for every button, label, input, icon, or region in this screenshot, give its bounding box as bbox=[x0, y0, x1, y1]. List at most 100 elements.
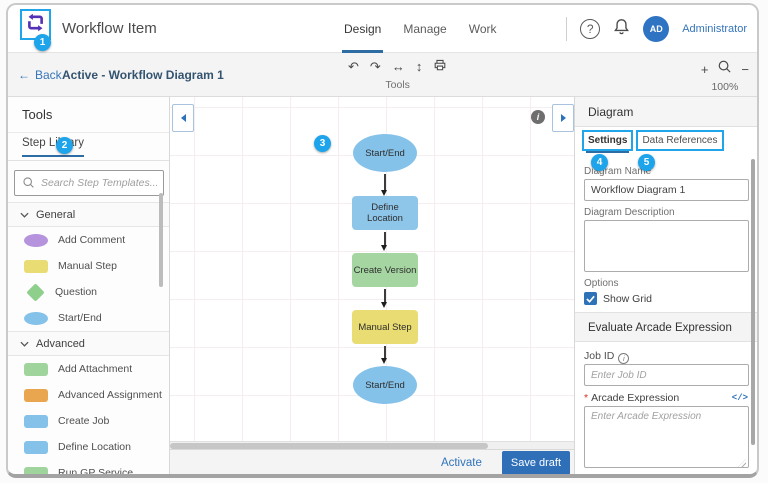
back-button[interactable]: ← Back bbox=[18, 53, 62, 97]
show-grid-checkbox[interactable]: Show Grid bbox=[584, 292, 652, 305]
arcade-expression-textarea[interactable] bbox=[584, 406, 749, 468]
back-label: Back bbox=[35, 68, 62, 82]
search-icon bbox=[22, 176, 35, 194]
tab-manage[interactable]: Manage bbox=[403, 22, 447, 36]
step-template-add-comment[interactable]: Add Comment bbox=[8, 227, 169, 253]
rect-shape-icon bbox=[24, 440, 48, 454]
collapse-left-panel-button[interactable] bbox=[172, 104, 194, 132]
search-step-templates-input[interactable] bbox=[14, 170, 164, 196]
flow-connector bbox=[381, 174, 387, 196]
node-start-end-bottom[interactable]: Start/End bbox=[353, 366, 417, 404]
canvas-info-icon[interactable]: i bbox=[531, 110, 545, 124]
zoom-out-button[interactable]: − bbox=[741, 61, 749, 77]
step-template-define-location[interactable]: Define Location bbox=[8, 434, 169, 460]
header-tabs: Design Manage Work bbox=[341, 5, 497, 53]
collapse-right-panel-button[interactable] bbox=[552, 104, 574, 132]
workflow-item-logo[interactable] bbox=[20, 9, 51, 40]
step-template-manual-step[interactable]: Manual Step bbox=[8, 253, 169, 279]
checkbox-checked-icon bbox=[584, 292, 597, 305]
breadcrumb: Active - Workflow Diagram 1 bbox=[62, 68, 224, 82]
section-label: General bbox=[36, 208, 76, 221]
callout-5: 5 bbox=[638, 154, 655, 171]
tab-work[interactable]: Work bbox=[468, 22, 497, 36]
step-template-question[interactable]: Question bbox=[8, 279, 169, 305]
workflow-loop-icon bbox=[25, 12, 46, 38]
rect-shape-icon bbox=[24, 259, 48, 273]
help-icon[interactable]: ? bbox=[580, 19, 601, 39]
print-icon[interactable] bbox=[433, 58, 447, 76]
evaluate-arcade-section-header: Evaluate Arcade Expression bbox=[575, 312, 757, 342]
section-general[interactable]: General bbox=[8, 202, 169, 227]
flow-connector bbox=[381, 346, 387, 364]
options-label: Options bbox=[584, 278, 619, 289]
tab-data-references[interactable]: Data References bbox=[636, 130, 724, 151]
diamond-shape-icon bbox=[26, 282, 45, 302]
ellipse-shape-icon bbox=[24, 311, 48, 325]
tools-panel: Tools Step Library 2 General bbox=[8, 97, 170, 474]
right-panel-scrollbar[interactable] bbox=[751, 159, 755, 445]
arcade-expression-label: Arcade Expression bbox=[591, 392, 680, 404]
left-panel-scrollbar[interactable] bbox=[159, 193, 163, 287]
node-define-location[interactable]: Define Location bbox=[352, 196, 418, 230]
zoom-controls: + − 100% bbox=[701, 59, 749, 93]
rect-shape-icon bbox=[24, 388, 48, 402]
section-advanced[interactable]: Advanced bbox=[8, 331, 169, 356]
redo-icon[interactable]: ↷ bbox=[369, 59, 381, 74]
activate-button[interactable]: Activate bbox=[440, 456, 482, 469]
step-template-start-end[interactable]: Start/End bbox=[8, 305, 169, 331]
step-template-add-attachment[interactable]: Add Attachment bbox=[8, 356, 169, 382]
diagram-toolbar: ← Back Active - Workflow Diagram 1 ↶ ↷ ↔… bbox=[8, 53, 757, 97]
diagram-panel-title: Diagram bbox=[575, 97, 757, 127]
ellipse-shape-icon bbox=[24, 233, 48, 247]
horizontal-scrollbar-thumb[interactable] bbox=[170, 443, 488, 449]
notifications-bell-icon[interactable] bbox=[613, 18, 630, 41]
header-divider bbox=[566, 17, 568, 41]
node-manual-step[interactable]: Manual Step bbox=[352, 310, 418, 344]
avatar[interactable]: AD bbox=[643, 16, 670, 42]
code-editor-icon[interactable]: </> bbox=[731, 393, 748, 403]
diagram-canvas[interactable]: i 3 Start/End Define Location Create Ver… bbox=[170, 97, 574, 449]
job-id-input[interactable] bbox=[584, 364, 749, 386]
zoom-magnifier-icon[interactable] bbox=[717, 59, 732, 79]
step-template-create-job[interactable]: Create Job bbox=[8, 408, 169, 434]
align-horizontal-icon[interactable]: ↔ bbox=[391, 59, 405, 74]
required-marker: * bbox=[584, 392, 589, 404]
tools-caption: Tools bbox=[385, 79, 410, 91]
rect-shape-icon bbox=[24, 414, 48, 428]
callout-2: 2 bbox=[56, 137, 73, 154]
tab-design[interactable]: Design bbox=[341, 5, 384, 53]
header-right: ? AD Administrator bbox=[566, 5, 747, 53]
canvas-footer: Activate Save draft bbox=[170, 449, 574, 474]
node-start-end-top[interactable]: Start/End bbox=[353, 134, 417, 172]
node-create-version[interactable]: Create Version bbox=[352, 253, 418, 287]
section-label: Advanced bbox=[36, 337, 85, 350]
canvas-horizontal-scrollbar bbox=[170, 441, 574, 449]
diagram-name-input[interactable] bbox=[584, 179, 749, 201]
page-title: Workflow Item bbox=[62, 20, 157, 37]
job-id-info-icon[interactable]: i bbox=[618, 353, 630, 364]
diagram-panel: Diagram Settings Data References 4 5 Dia… bbox=[574, 97, 757, 474]
app-window: 1 Workflow Item Design Manage Work ? AD … bbox=[6, 3, 759, 478]
tab-step-library[interactable]: Step Library bbox=[22, 137, 85, 157]
flow-connector bbox=[381, 289, 387, 308]
undo-icon[interactable]: ↶ bbox=[348, 59, 359, 74]
step-template-advanced-assignment[interactable]: Advanced Assignment bbox=[8, 382, 169, 408]
diagram-name-label: Diagram Name bbox=[584, 166, 652, 177]
diagram-description-label: Diagram Description bbox=[584, 207, 675, 218]
zoom-level: 100% bbox=[711, 81, 739, 93]
rect-shape-icon bbox=[24, 362, 48, 376]
zoom-in-button[interactable]: + bbox=[700, 61, 709, 77]
save-draft-button[interactable]: Save draft bbox=[501, 450, 570, 474]
tab-settings[interactable]: Settings bbox=[582, 130, 634, 153]
textarea-resize-handle[interactable] bbox=[738, 459, 746, 467]
flow-connector bbox=[381, 232, 387, 251]
triangle-left-icon bbox=[180, 114, 186, 122]
align-vertical-icon[interactable]: ↕ bbox=[415, 59, 423, 74]
step-template-run-gp-service[interactable]: Run GP Service bbox=[8, 460, 169, 474]
user-name[interactable]: Administrator bbox=[682, 23, 747, 35]
callout-4: 4 bbox=[591, 154, 608, 171]
app-header: 1 Workflow Item Design Manage Work ? AD … bbox=[8, 5, 757, 53]
diagram-description-textarea[interactable] bbox=[584, 220, 749, 272]
callout-3: 3 bbox=[314, 135, 331, 152]
